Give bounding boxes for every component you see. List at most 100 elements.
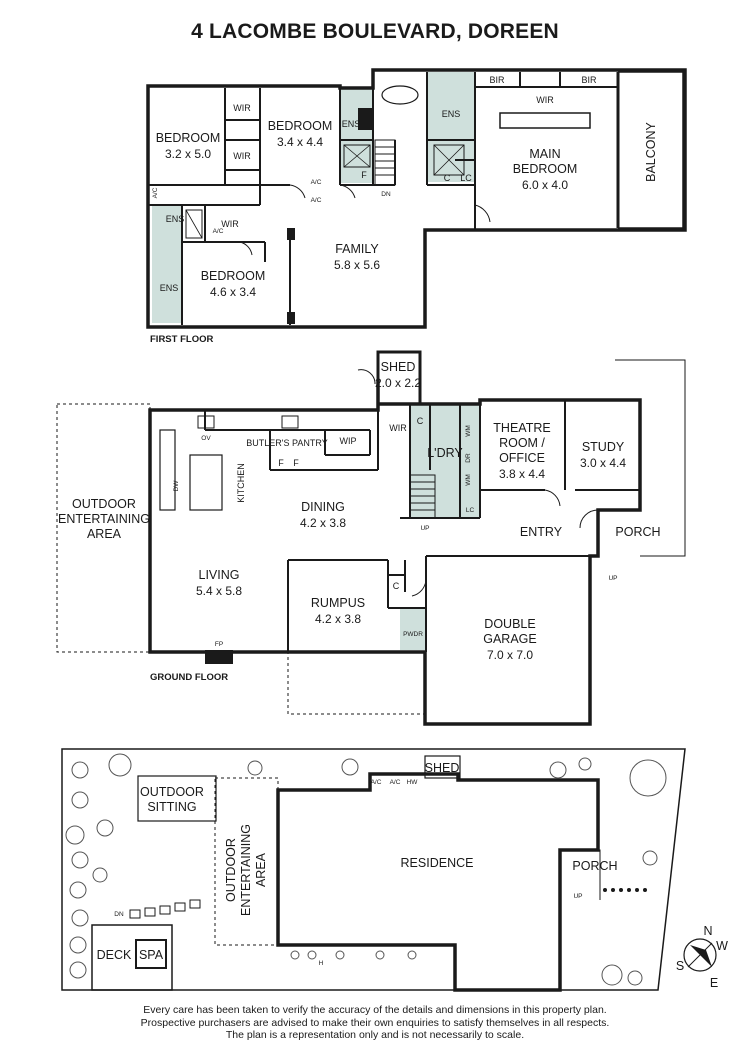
garage-dims: 7.0 x 7.0 [487, 648, 533, 662]
site-outdoor-ent-line3: AREA [254, 852, 268, 887]
disclaimer-line-3: The plan is a representation only and is… [225, 1029, 525, 1041]
site-outdoor-ent-line1: OUTDOOR [224, 838, 238, 902]
garage-line1: DOUBLE [484, 617, 535, 631]
wir-label-c: WIR [221, 219, 239, 229]
site-porch-label: PORCH [572, 859, 617, 873]
laundry-label: L'DRY [427, 446, 463, 460]
living-dims: 5.4 x 5.8 [196, 584, 242, 598]
site-labels: OUTDOOR SITTING OUTDOOR ENTERTAINING ARE… [97, 761, 618, 967]
garage-line2: GARAGE [483, 632, 537, 646]
wir-label-main: WIR [536, 95, 554, 105]
porch-outline [615, 359, 686, 557]
dining-dims: 4.2 x 3.8 [300, 516, 346, 530]
disclaimer-line-2: Prospective purchasers are advised to ma… [140, 1016, 610, 1029]
study-dims: 3.0 x 4.4 [580, 456, 626, 470]
outdoor-sitting-line2: SITTING [147, 800, 196, 814]
up-label-gf-2: UP [608, 575, 617, 582]
site-outdoor-ent-line2: ENTERTAINING [239, 824, 253, 916]
main-bedroom-name-2: BEDROOM [513, 162, 578, 176]
ac-label-3: A/C [152, 187, 159, 198]
site-up-label: UP [573, 893, 582, 900]
outdoor-ent-line1: OUTDOOR [72, 497, 136, 511]
wir-label-b: WIR [233, 151, 251, 161]
pwdr-label: PWDR [403, 631, 423, 638]
disclaimer: Every care has been taken to verify the … [0, 1004, 750, 1042]
compass-needle-icon [690, 945, 712, 967]
plan-title: 4 LACOMBE BOULEVARD, DOREEN [191, 20, 559, 43]
wip-label: WIP [340, 436, 357, 446]
outdoor-ent-line2: ENTERTAINING [58, 512, 150, 526]
ensuite-tiles-1 [340, 88, 373, 183]
oven-label: OV [201, 435, 211, 442]
fridge-label-ff: F [361, 170, 367, 180]
shed-name: SHED [381, 360, 416, 374]
outdoor-ent-line3: AREA [87, 527, 122, 541]
cupboard-label-ff: C [444, 173, 451, 183]
study-name: STUDY [582, 440, 625, 454]
hot-water-label: HW [407, 779, 419, 786]
theatre-dims: 3.8 x 4.4 [499, 467, 545, 481]
wir-label-gf: WIR [389, 423, 407, 433]
wir-label-a: WIR [233, 103, 251, 113]
outdoor-sitting-outline [137, 775, 217, 822]
entry-label: ENTRY [520, 525, 563, 539]
dryer-label: DR [465, 453, 472, 463]
laundry-tiles [410, 404, 480, 518]
bedroom-3-dims: 4.6 x 3.4 [210, 285, 256, 299]
site-boundary [61, 748, 686, 991]
ground-floor-level-label: GROUND FLOOR [150, 672, 228, 683]
ensuite-tiles-2 [427, 72, 475, 182]
theatre-line2: ROOM / [499, 436, 545, 450]
ens-label-1: ENS [342, 119, 361, 129]
ensuite-tiles-3 [152, 205, 182, 323]
fireplace-label: FP [215, 641, 223, 648]
ac-label-1: A/C [311, 179, 322, 186]
down-label-ff: DN [381, 191, 391, 198]
butlers-pantry-label: BUTLER'S PANTRY [246, 438, 327, 448]
rumpus-name: RUMPUS [311, 596, 365, 610]
bedroom-1-name: BEDROOM [156, 131, 221, 145]
deck-outline [91, 924, 173, 991]
first-floor-level-label: FIRST FLOOR [150, 334, 213, 345]
kitchen-label: KITCHEN [236, 463, 246, 503]
main-bedroom-name-1: MAIN [529, 147, 560, 161]
linen-label-gf: LC [466, 507, 475, 514]
heater-label: H [319, 960, 324, 967]
dishwasher-label: DW [173, 480, 180, 492]
ens-label-3: ENS [166, 214, 185, 224]
porch-label: PORCH [615, 525, 660, 539]
disclaimer-line-1: Every care has been taken to verify the … [143, 1004, 607, 1016]
family-name: FAMILY [335, 242, 379, 256]
cupboard-label-gf-2: C [393, 581, 400, 591]
up-label-gf-1: UP [420, 525, 429, 532]
compass-n: N [703, 924, 712, 938]
fireplace [205, 650, 233, 664]
compass-s: S [676, 959, 684, 973]
shed-dims: 2.0 x 2.2 [375, 376, 421, 390]
main-bedroom-dims: 6.0 x 4.0 [522, 178, 568, 192]
bedroom-1-dims: 3.2 x 5.0 [165, 147, 211, 161]
first-floor-labels: BEDROOM 3.2 x 5.0 BEDROOM 3.4 x 4.4 BEDR… [150, 75, 658, 345]
rumpus-dims: 4.2 x 3.8 [315, 612, 361, 626]
deck-label: DECK [97, 948, 132, 962]
dining-name: DINING [301, 500, 345, 514]
spa-label: SPA [139, 948, 164, 962]
fridge-label-gf-1: F [278, 458, 284, 468]
landscape-trees [65, 753, 667, 986]
bedroom-2-dims: 3.4 x 4.4 [277, 135, 323, 149]
cupboard-label-gf-1: C [417, 416, 424, 426]
linen-label-ff: LC [460, 173, 472, 183]
theatre-line1: THEATRE [493, 421, 550, 435]
compass-w: W [716, 939, 728, 953]
site-outdoor-ent-outline [214, 777, 279, 946]
rumpus-terrace [287, 651, 426, 715]
bedroom-2-name: BEDROOM [268, 119, 333, 133]
shed-outline [376, 350, 422, 406]
site-shed-label: SHED [425, 761, 460, 775]
residence-label: RESIDENCE [401, 856, 474, 870]
outdoor-sitting-line1: OUTDOOR [140, 785, 204, 799]
ground-floor-plan: SHED 2.0 x 2.2 OUTDOOR ENTERTAINING AREA… [56, 350, 686, 726]
residence-footprint [276, 772, 600, 992]
first-floor-plan: BEDROOM 3.2 x 5.0 BEDROOM 3.4 x 4.4 BEDR… [146, 68, 687, 345]
